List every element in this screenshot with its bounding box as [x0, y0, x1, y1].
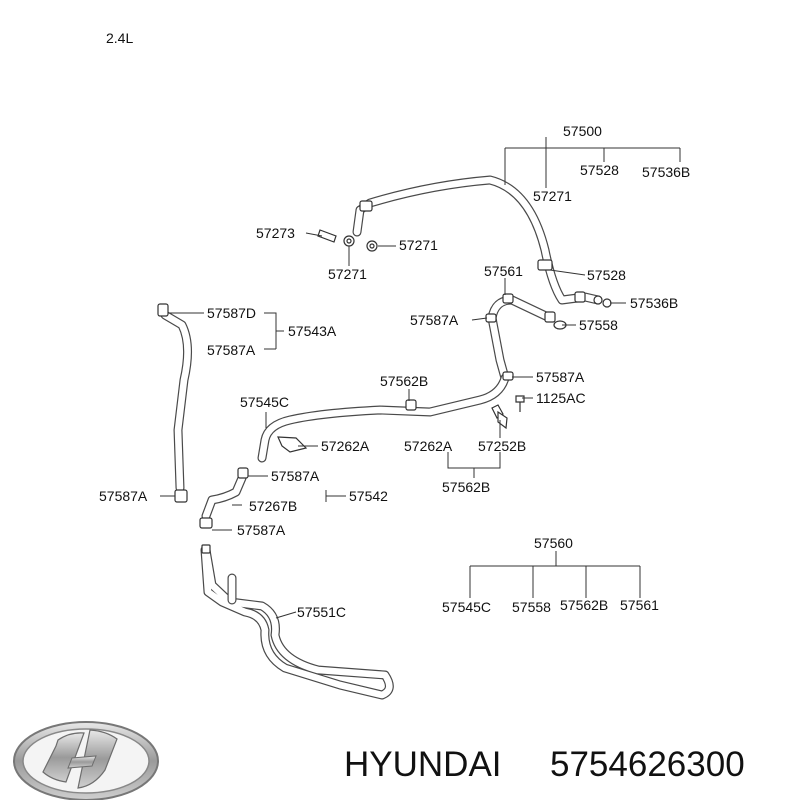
clamp-57587A-left	[174, 489, 188, 503]
callout-57536B: 57536B	[630, 295, 678, 311]
callout-57587A: 57587A	[99, 488, 148, 504]
suction-hose-57543A	[160, 310, 192, 493]
cooler-tube-57551C	[200, 545, 394, 700]
oring-57536B	[593, 295, 603, 305]
clamp-57587A-mid-2	[199, 517, 213, 529]
callout-57528: 57528	[587, 267, 626, 283]
callout-1125AC: 1125AC	[536, 390, 586, 406]
part-number: 5754626300	[550, 745, 745, 784]
callout-57252B: 57252B	[478, 438, 526, 454]
engine-label: 2.4L	[106, 30, 133, 46]
fittings	[157, 200, 612, 554]
callout-57560: 57560	[534, 535, 573, 551]
high-pressure-hose-57500	[352, 175, 603, 305]
callout-57561: 57561	[484, 263, 523, 279]
callout-57262A: 57262A	[404, 438, 453, 454]
callout-57551C: 57551C	[297, 604, 346, 620]
clamp-57587A-right-2	[502, 371, 514, 381]
callout-57587A: 57587A	[207, 342, 256, 358]
callout-57271: 57271	[399, 237, 438, 253]
bolt-1125AC	[515, 395, 525, 412]
callout-57587D: 57587D	[207, 305, 256, 321]
hose-57542	[201, 473, 247, 521]
callout-57587A: 57587A	[237, 522, 286, 538]
callout-57273: 57273	[256, 225, 295, 241]
callout-57262A: 57262A	[321, 438, 370, 454]
callout-57558: 57558	[579, 317, 618, 333]
leader-lines	[160, 137, 681, 619]
hyundai-logo-icon	[13, 721, 159, 800]
callout-57271: 57271	[328, 266, 367, 282]
return-tube-57562B	[257, 373, 510, 463]
callout-57562B: 57562B	[442, 479, 490, 495]
brand-name: HYUNDAI	[344, 745, 502, 784]
callout-57587A: 57587A	[271, 468, 320, 484]
return-hose-57561	[487, 295, 555, 383]
callout-57558: 57558	[512, 599, 551, 615]
callout-57271: 57271	[533, 188, 572, 204]
bracket-57262A-left	[277, 436, 308, 453]
clamp-57587A-right	[485, 313, 497, 323]
callout-57561: 57561	[620, 597, 659, 613]
callout-57500: 57500	[563, 123, 602, 139]
clamp-57587D	[157, 303, 169, 317]
callout-57587A: 57587A	[536, 369, 585, 385]
callout-57545C: 57545C	[240, 394, 289, 410]
callout-57562B: 57562B	[380, 373, 428, 389]
callout-57536B: 57536B	[642, 164, 690, 180]
clamp-57528	[537, 259, 553, 271]
bracket-57252B	[497, 410, 508, 430]
callout-57545C: 57545C	[442, 599, 491, 615]
banjo-bolt-57273	[317, 229, 337, 243]
callout-57528: 57528	[580, 162, 619, 178]
callout-57543A: 57543A	[288, 323, 337, 339]
callout-57542: 57542	[349, 488, 388, 504]
callout-57562B: 57562B	[560, 597, 608, 613]
callout-57267B: 57267B	[249, 498, 297, 514]
clamp-57587A-mid	[237, 467, 249, 479]
callout-57587A: 57587A	[410, 312, 459, 328]
